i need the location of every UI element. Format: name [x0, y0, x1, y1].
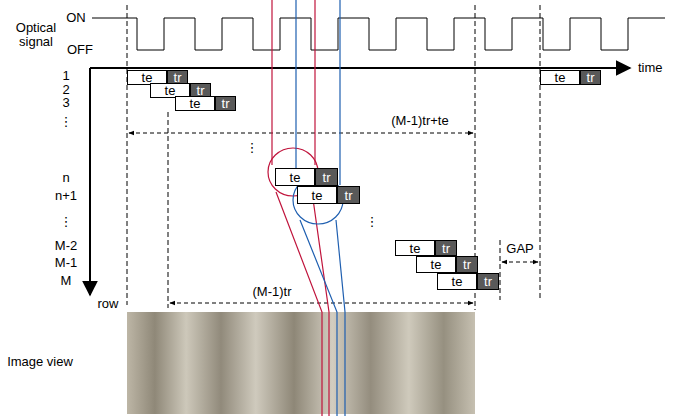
readout-box: tr [315, 168, 338, 186]
dimension-label: (M-1)tr+te [390, 114, 449, 128]
time-axis [90, 67, 630, 69]
row-number: 3 [61, 96, 70, 110]
exposure-box: te [275, 168, 315, 186]
exposure-box: te [540, 70, 580, 85]
box-text: te [190, 97, 201, 110]
exposure-box: te [395, 240, 435, 256]
box-text: tr [442, 242, 450, 255]
box-text: tr [222, 97, 230, 110]
dimension-arrows [129, 133, 538, 303]
level-label: OFF [66, 43, 94, 57]
box-text: tr [587, 71, 595, 84]
level-label: ON [65, 11, 87, 25]
optical-wave [92, 18, 665, 50]
box-text: tr [323, 171, 331, 184]
box-text: te [452, 275, 463, 288]
row-number: M-2 [54, 239, 78, 253]
dashed-guides [127, 5, 540, 310]
box-text: te [312, 189, 323, 202]
axis-label: row [97, 297, 120, 311]
row-number: 1 [61, 69, 70, 83]
box-text: tr [345, 189, 353, 202]
image-strip [127, 312, 475, 414]
readout-box: tr [215, 96, 236, 111]
axis-label: time [637, 61, 664, 75]
ellipsis: ⋮ [59, 215, 74, 229]
row-number: n+1 [54, 189, 78, 203]
exposure-box: te [175, 96, 215, 111]
exposure-box: te [437, 273, 477, 290]
readout-box: tr [477, 273, 499, 290]
row-number: M-1 [54, 256, 78, 270]
signal-label: Optical signal [4, 21, 68, 50]
row-axis [89, 68, 91, 295]
box-text: te [410, 242, 421, 255]
ellipsis: ⋮ [59, 115, 74, 129]
sampling-lines [268, 0, 345, 416]
row-number: M [60, 274, 73, 288]
gap-label: GAP [505, 242, 534, 256]
image-label: Image view [4, 355, 76, 369]
box-text: te [431, 258, 442, 271]
box-text: te [165, 84, 176, 97]
exposure-box: te [416, 256, 456, 273]
readout-box: tr [456, 256, 478, 273]
row-number: n [61, 171, 70, 185]
ellipsis: ⋮ [365, 215, 380, 229]
box-text: te [290, 171, 301, 184]
box-text: tr [463, 258, 471, 271]
box-text: tr [484, 275, 492, 288]
dimension-label: (M-1)tr [252, 285, 293, 299]
readout-box: tr [580, 70, 601, 85]
ellipsis: ⋮ [245, 141, 260, 155]
readout-box: tr [337, 186, 360, 204]
readout-box: tr [435, 240, 457, 256]
box-text: te [555, 71, 566, 84]
exposure-box: te [297, 186, 337, 204]
